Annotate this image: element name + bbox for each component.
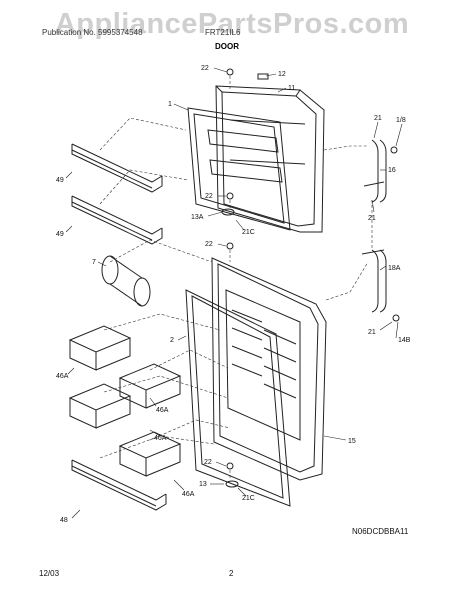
callout-46a-lower: 46A [154, 435, 167, 442]
fresh-food-door-shelf [71, 459, 167, 511]
callout-7: 7 [92, 259, 96, 266]
callout-49-top: 49 [56, 177, 64, 184]
door-bin-1 [68, 325, 132, 371]
door-bin-3 [68, 383, 132, 429]
fresh-food-door-panel [211, 257, 327, 481]
model-number: FRT21IL6 [205, 28, 241, 37]
footer-page-number: 2 [229, 569, 234, 578]
callout-11: 11 [288, 85, 295, 92]
callout-21c-mid: 21C [242, 229, 255, 236]
callout-13: 13 [199, 481, 207, 488]
callout-46a-left: 46A [56, 373, 69, 380]
watermark: AppliancePartsPros.com [54, 8, 410, 40]
callout-21c-bottom: 21C [242, 495, 255, 502]
section-title: DOOR [215, 42, 239, 51]
callout-21-mid: 21 [368, 215, 376, 222]
callout-1: 1 [168, 101, 172, 108]
freezer-door-gasket [187, 107, 291, 231]
callout-1-8: 1/8 [396, 117, 406, 124]
hinge-pins [221, 68, 400, 488]
footer-date: 12/03 [39, 569, 60, 578]
alignment-lines [99, 76, 373, 480]
callout-22-bottom: 22 [204, 459, 212, 466]
callout-13a: 13A [191, 214, 204, 221]
freezer-door-handle [363, 139, 387, 203]
freezer-door-shelf-lower [71, 195, 163, 245]
publication-number: Publication No. 5995374548 [42, 28, 143, 37]
freezer-door-shelf-upper [71, 143, 163, 193]
door-bin-2 [118, 363, 182, 409]
callout-22-lower: 22 [205, 241, 213, 248]
callout-48: 48 [60, 517, 68, 524]
callout-49-bottom: 49 [56, 231, 64, 238]
callout-22-top: 22 [201, 65, 209, 72]
fresh-food-door-handle [361, 249, 387, 313]
callout-18a: 18A [388, 265, 401, 272]
callout-46a-mid: 46A [156, 407, 169, 414]
freezer-liner-shelves [207, 129, 283, 183]
callout-15: 15 [348, 438, 356, 445]
callout-12: 12 [278, 71, 286, 78]
door-bin-4 [118, 431, 182, 477]
freezer-door-panel [215, 85, 325, 233]
callout-21-top-right: 21 [374, 115, 382, 122]
callout-21-low: 21 [368, 329, 376, 336]
dairy-door-cylinder [101, 255, 151, 307]
fresh-food-liner [225, 289, 301, 441]
callout-16: 16 [388, 167, 396, 174]
fresh-food-door-gasket [185, 289, 291, 507]
leader-lines [65, 67, 403, 519]
drawing-code: N06DCDBBA11 [352, 527, 409, 536]
callout-22-mid: 22 [205, 193, 213, 200]
callout-2: 2 [170, 337, 174, 344]
callout-46a-bottom: 46A [182, 491, 195, 498]
callout-14b: 14B [398, 337, 411, 344]
